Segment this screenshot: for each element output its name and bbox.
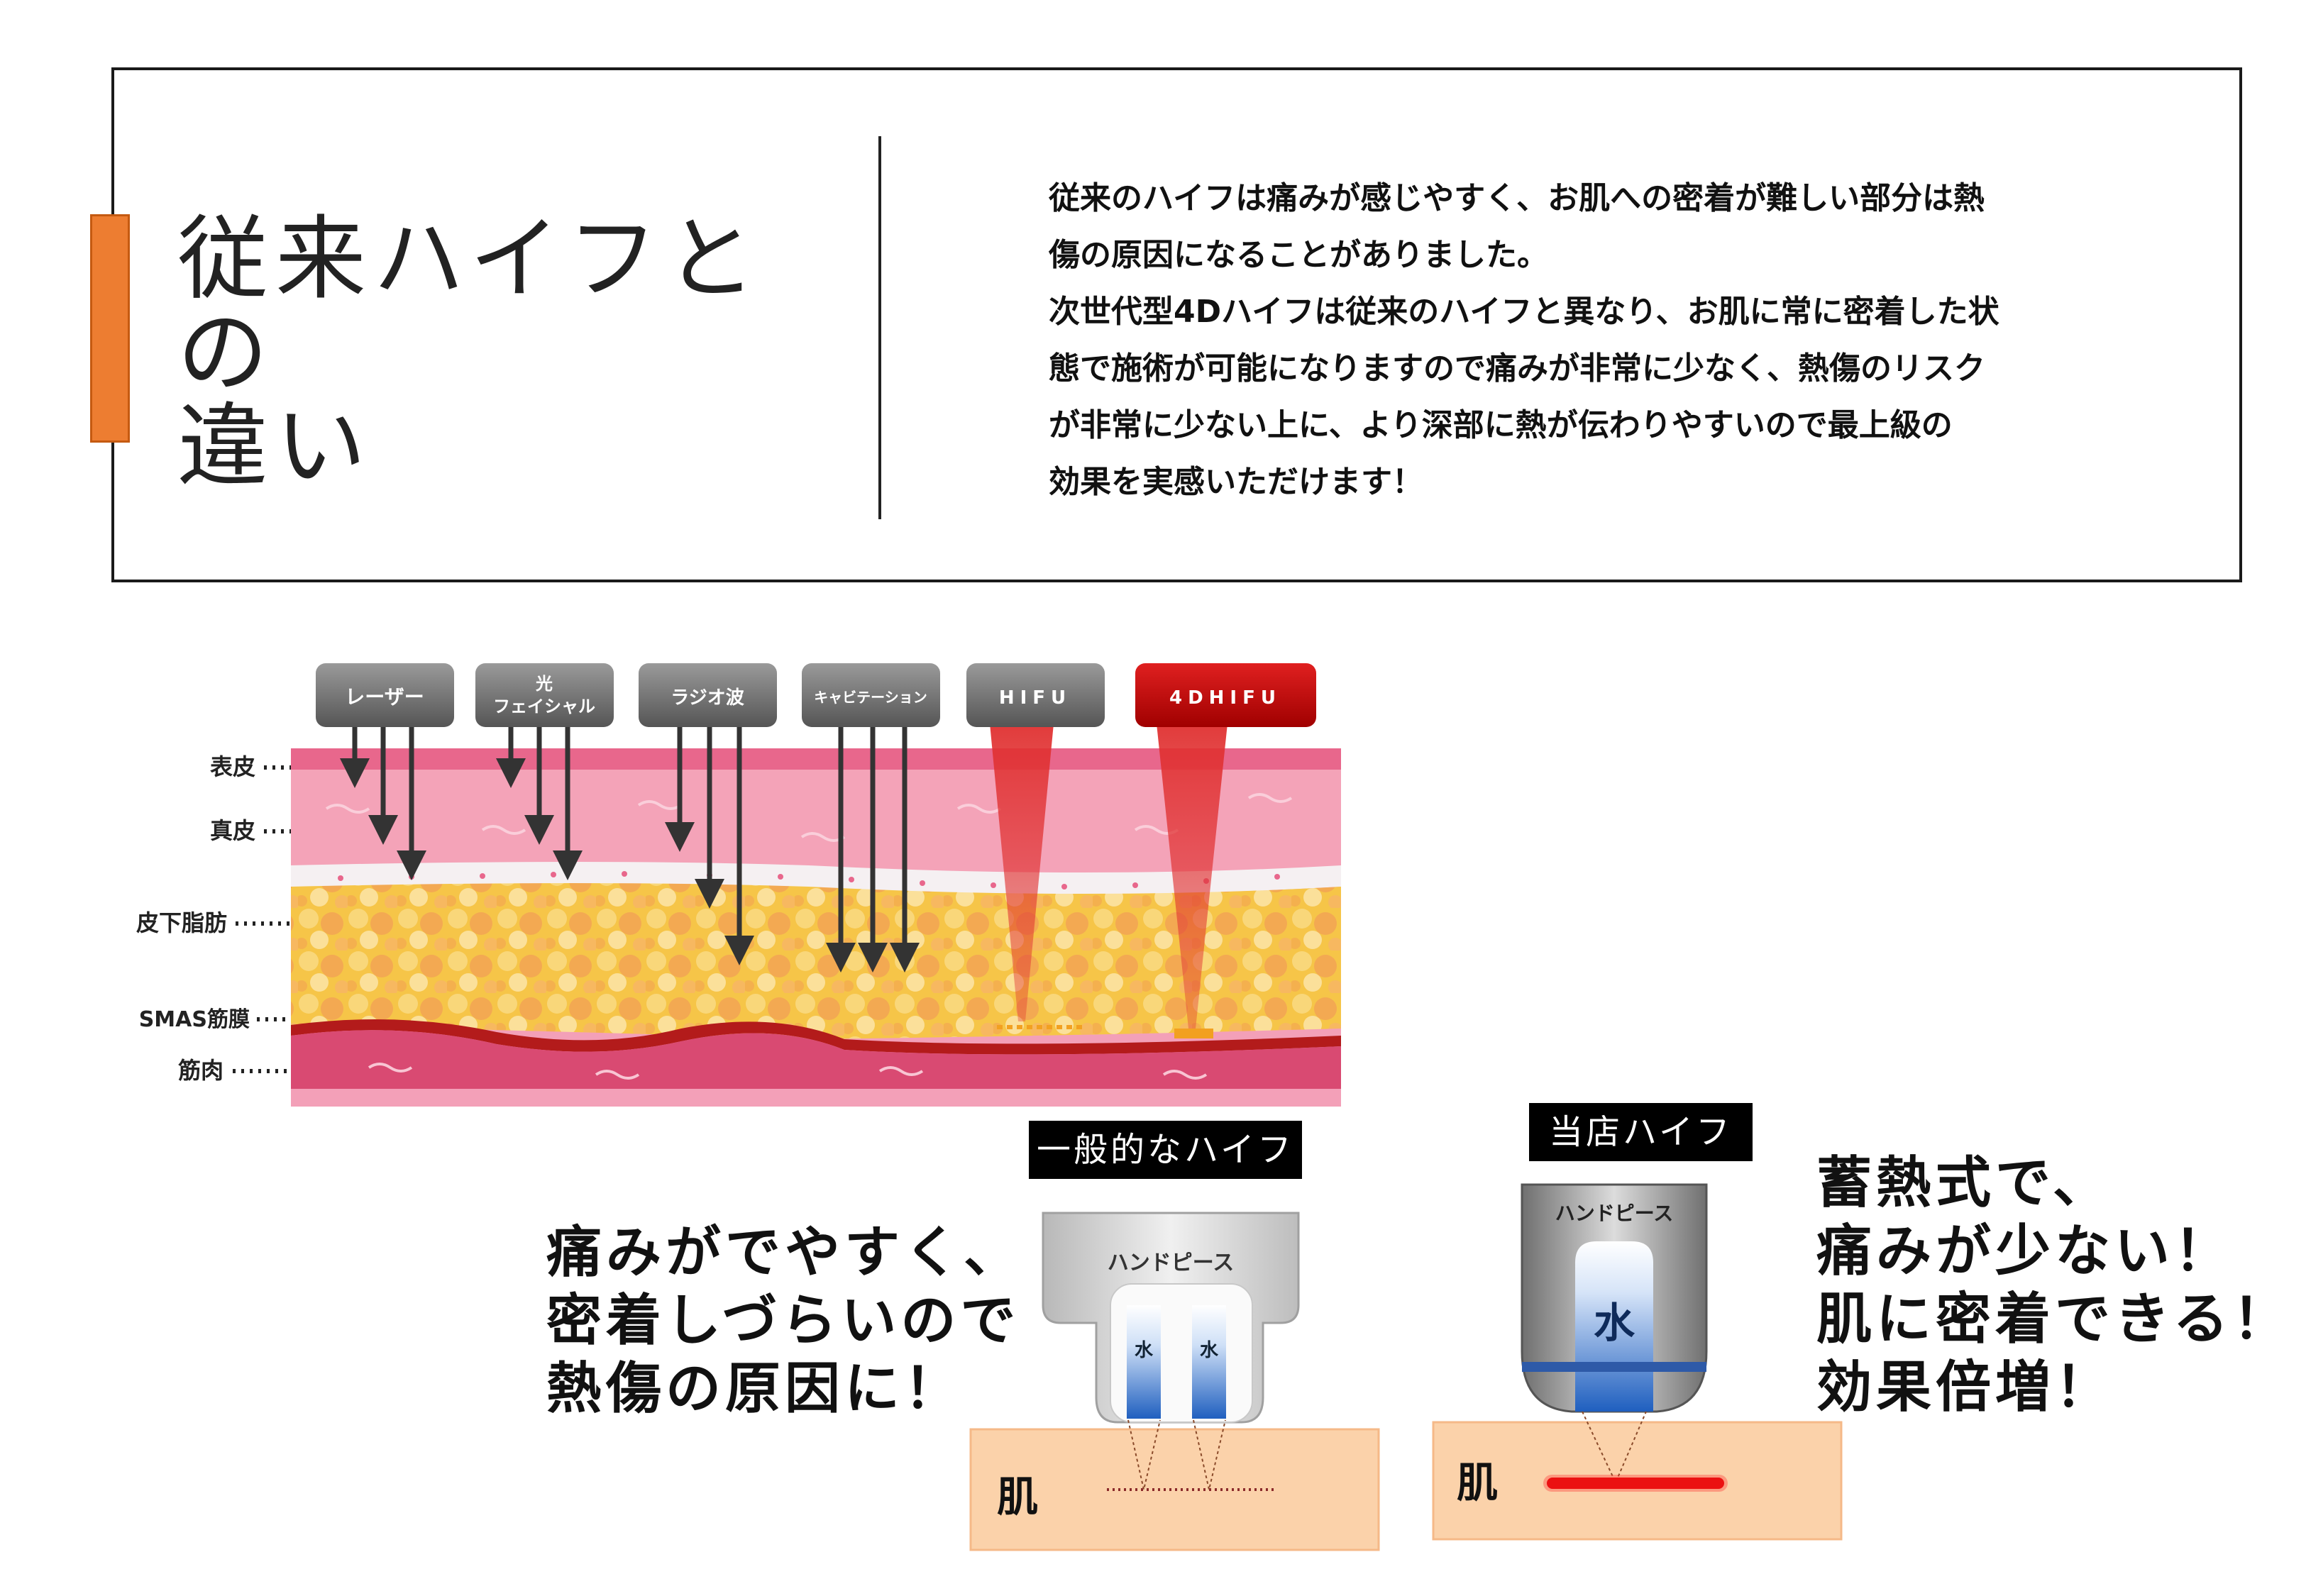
caption-general-hifu: 痛みがでやすく、 密着しづらいので 熱傷の原因に！ — [546, 1219, 1023, 1423]
method-laser: レーザー — [316, 663, 454, 727]
label-store-hifu: 当店ハイフ — [1529, 1103, 1753, 1161]
intro-text: 従来のハイフは痛みが感じやすく、お肌への密着が難しい部分は熱 傷の原因になること… — [1049, 170, 2156, 511]
method-radio: ラジオ波 — [639, 663, 777, 727]
caption-line: 痛みが少ない！ — [1816, 1219, 2234, 1283]
intro-line: 次世代型4Dハイフは従来のハイフと異なり、お肌に常に密着した状 — [1049, 294, 1999, 330]
svg-text:ラジオ波: ラジオ波 — [671, 687, 744, 709]
label-general-hifu: 一般的なハイフ — [1029, 1121, 1302, 1179]
page-title: 従来ハイフとの 違い — [177, 213, 851, 494]
svg-text:HIFU: HIFU — [999, 687, 1071, 709]
svg-text:キャビテーション: キャビテーション — [814, 689, 927, 706]
device-store-hifu: 肌 ハンドピース 水 — [1432, 1183, 1843, 1541]
caption-line: 密着しづらいので — [546, 1289, 1020, 1353]
svg-text:レーザー: レーザー — [345, 685, 424, 709]
skin-layers — [291, 748, 1341, 1107]
device-general-hifu: 肌 ハンドピース 水 水 — [969, 1212, 1380, 1551]
caption-line: 痛みがでやすく、 — [546, 1221, 1024, 1285]
intro-line: 効果を実感いただけます！ — [1049, 464, 1423, 500]
layer-label-fat: 皮下脂肪 — [136, 909, 227, 936]
skin-layer-diagram: 表皮 真皮 皮下脂肪 SMAS筋膜 筋肉 レーザー — [136, 663, 1341, 1107]
svg-text:光: 光 — [535, 674, 553, 694]
water-label-left: 水 — [1135, 1340, 1154, 1361]
heat-zone — [1547, 1478, 1724, 1489]
intro-line: 態で施術が可能になりますので痛みが非常に少なく、熱傷のリスク — [1049, 350, 1985, 387]
page-title-line1: 従来ハイフとの — [177, 206, 763, 406]
caption-line: 熱傷の原因に！ — [546, 1357, 964, 1421]
layer-label-epidermis: 表皮 — [210, 753, 255, 780]
svg-text:フェイシャル: フェイシャル — [493, 697, 595, 716]
skin-label: 肌 — [997, 1473, 1038, 1521]
water-label: 水 — [1594, 1299, 1635, 1347]
caption-line: 肌に密着できる！ — [1816, 1287, 2293, 1351]
method-hifu: HIFU — [966, 663, 1105, 727]
page-title-line2: 違い — [177, 394, 374, 499]
svg-text:4DHIFU: 4DHIFU — [1169, 687, 1281, 709]
method-cavitation: キャビテーション — [802, 663, 940, 727]
penetration-arrows — [340, 727, 920, 972]
method-light-facial: 光 フェイシャル — [475, 663, 614, 727]
layer-label-dermis: 真皮 — [210, 817, 255, 844]
intro-line: が非常に少ない上に、より深部に熱が伝わりやすいので最上級の — [1049, 407, 1953, 443]
intro-line: 従来のハイフは痛みが感じやすく、お肌への密着が難しい部分は熱 — [1049, 180, 1985, 216]
method-4dhifu: 4DHIFU — [1135, 663, 1316, 727]
water-chamber-right — [1192, 1305, 1226, 1419]
water-label-right: 水 — [1200, 1340, 1219, 1361]
beam-4dhifu — [1157, 724, 1228, 1029]
handpiece-label: ハンドピース — [1555, 1202, 1674, 1225]
caption-line: 効果倍増！ — [1816, 1356, 2115, 1419]
focus-4dhifu — [1174, 1029, 1213, 1038]
intro-line: 傷の原因になることがありました。 — [1049, 237, 1548, 273]
handpiece-label: ハンドピース — [1108, 1251, 1235, 1275]
water-chamber-left — [1127, 1305, 1161, 1419]
skin-block — [969, 1428, 1380, 1551]
layer-label-smas: SMAS筋膜 — [139, 1007, 250, 1032]
caption-store-hifu: 蓄熱式で、 痛みが少ない！ 肌に密着できる！ 効果倍増！ — [1816, 1149, 2292, 1422]
caption-line: 蓄熱式で、 — [1816, 1151, 2112, 1215]
beam-hifu — [990, 724, 1054, 1021]
title-accent-bar — [90, 214, 130, 443]
skin-label: 肌 — [1457, 1458, 1498, 1507]
layer-label-muscle: 筋肉 — [178, 1057, 224, 1084]
header-divider — [878, 136, 881, 519]
